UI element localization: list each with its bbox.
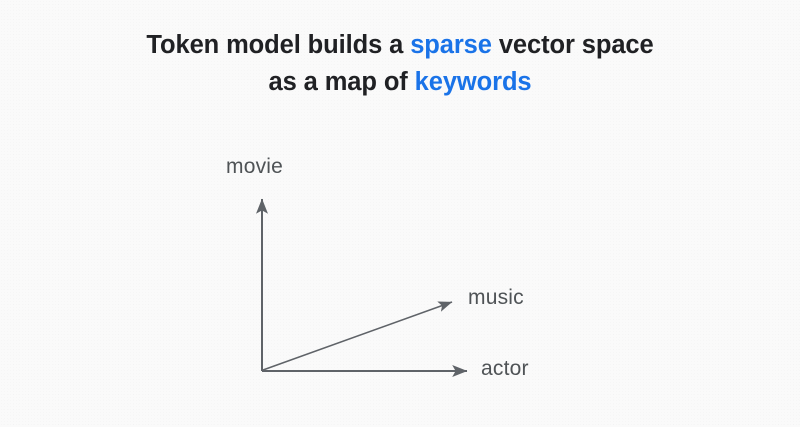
- title-highlight-sparse: sparse: [410, 31, 492, 59]
- title-highlight-keywords: keywords: [414, 68, 532, 96]
- axis-label-actor: actor: [481, 357, 529, 380]
- page-title-line-2: as a map of keywords: [0, 64, 800, 101]
- page-title: Token model builds a sparse vector space…: [0, 27, 800, 101]
- axis-label-movie: movie: [226, 155, 284, 178]
- axis-label-music: music: [468, 286, 524, 309]
- title-text-segment: vector space: [491, 31, 654, 59]
- title-text-segment: Token model builds a: [146, 31, 411, 59]
- title-text-segment: as a map of: [268, 68, 415, 96]
- page-title-line-1: Token model builds a sparse vector space: [0, 27, 800, 64]
- axis-line-music: [262, 301, 453, 371]
